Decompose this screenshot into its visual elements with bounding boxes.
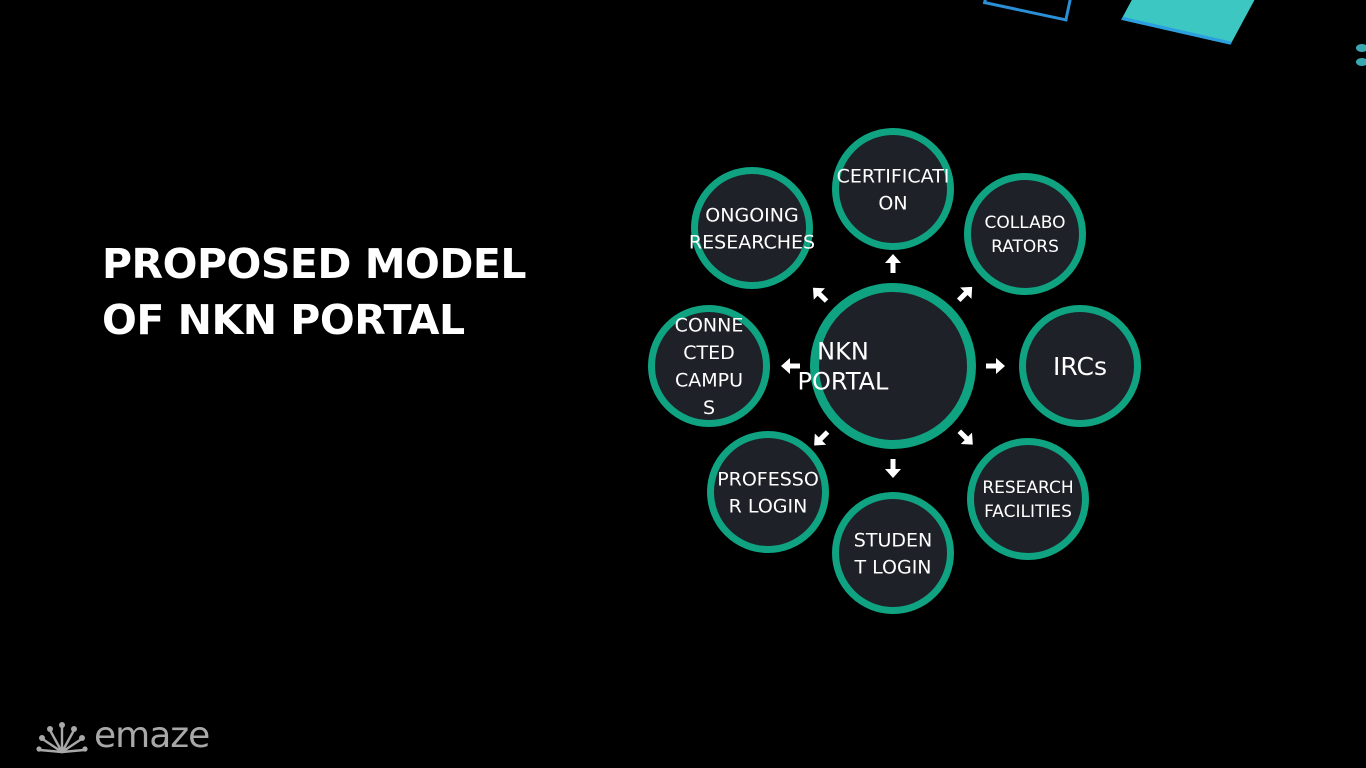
decorative-dots xyxy=(1352,44,1366,74)
node-student-login-label-line: T LOGIN xyxy=(853,556,931,578)
node-ongoing-researches: ONGOING RESEARCHES xyxy=(689,167,815,289)
node-connected-campus-label-line: CONNE xyxy=(675,315,744,337)
peacock-logo-icon xyxy=(36,722,88,754)
node-research-facilities-label-line: RESEARCH xyxy=(982,478,1073,498)
arrows xyxy=(781,254,1005,478)
arrow-to-collaborators xyxy=(956,286,973,303)
node-professor-login: PROFESSO R LOGIN xyxy=(707,431,829,553)
title-line-2: OF NKN PORTAL xyxy=(102,296,465,344)
node-nkn-portal-circle xyxy=(810,283,976,449)
node-connected-campus: CONNE CTED CAMPU S xyxy=(648,305,770,427)
node-research-facilities: RESEARCH FACILITIES xyxy=(967,438,1089,560)
node-professor-login-circle xyxy=(707,431,829,553)
node-connected-campus-label-line: CAMPU xyxy=(675,370,743,392)
node-certification-circle xyxy=(832,128,954,250)
node-ircs: IRCs xyxy=(1019,305,1141,427)
node-collaborators-label-line: RATORS xyxy=(991,237,1059,257)
node-collaborators-label-line: COLLABO xyxy=(985,213,1066,233)
node-nkn-portal-label-line: PORTAL xyxy=(798,368,890,396)
node-connected-campus-circle xyxy=(648,305,770,427)
node-ircs-label-line: IRCs xyxy=(1053,352,1107,381)
node-professor-login-label-line: R LOGIN xyxy=(729,495,808,517)
node-ircs-circle xyxy=(1019,305,1141,427)
node-collaborators: COLLABO RATORS xyxy=(964,173,1086,295)
arrow-to-student-login xyxy=(885,459,901,478)
node-connected-campus-label-line: CTED xyxy=(683,342,735,364)
node-professor-login-label-line: PROFESSO xyxy=(717,468,819,490)
node-student-login: STUDEN T LOGIN xyxy=(832,492,954,614)
arrow-to-professor-login xyxy=(814,430,830,446)
node-research-facilities-label-line: FACILITIES xyxy=(984,502,1072,522)
node-certification-label-line: CERTIFICATI xyxy=(837,165,950,187)
emaze-logo: emaze xyxy=(36,714,236,758)
node-certification-label-line: ON xyxy=(878,192,907,214)
node-research-facilities-circle xyxy=(967,438,1089,560)
arrow-to-ircs xyxy=(986,358,1005,374)
node-nkn-portal-label-line: NKN xyxy=(817,338,869,366)
logo-text: emaze xyxy=(94,715,210,756)
node-ongoing-researches-label-line: RESEARCHES xyxy=(689,231,815,253)
node-student-login-circle xyxy=(832,492,954,614)
arrow-to-ongoing-researches xyxy=(812,287,829,303)
node-ongoing-researches-circle xyxy=(691,167,813,289)
node-student-login-label-line: STUDEN xyxy=(854,529,932,551)
slide-title: PROPOSED MODEL OF NKN PORTAL xyxy=(102,236,582,348)
arrow-to-research-facilities xyxy=(957,429,973,445)
arrow-to-certification xyxy=(885,254,901,273)
node-connected-campus-label-line: S xyxy=(703,397,715,419)
node-certification: CERTIFICATI ON xyxy=(832,128,954,250)
node-collaborators-circle xyxy=(964,173,1086,295)
title-line-1: PROPOSED MODEL xyxy=(102,240,527,288)
node-ongoing-researches-label-line: ONGOING xyxy=(705,204,798,226)
arrow-to-connected-campus xyxy=(781,358,800,374)
